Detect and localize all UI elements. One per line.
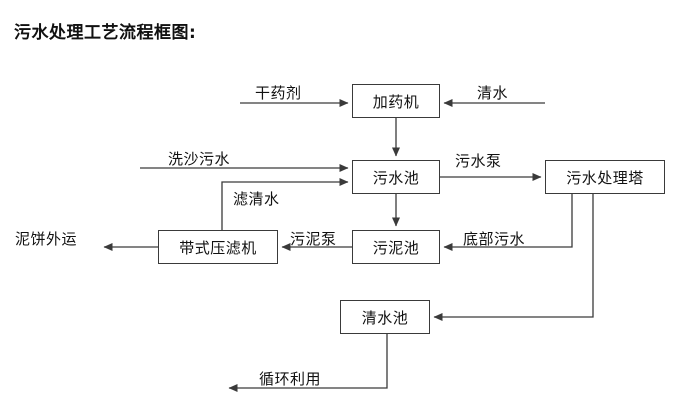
edge-label-wastewater-pump: 污水泵 — [455, 152, 502, 170]
node-dosing-machine[interactable]: 加药机 — [352, 84, 440, 118]
edge-tower-to-sludge-pool — [443, 194, 573, 251]
edge-label-filtered-clean-water: 滤清水 — [233, 190, 280, 208]
edge-clean-water-pool-to-recycle — [228, 334, 388, 392]
edge-label-sludge-pump: 污泥泵 — [290, 230, 337, 248]
node-clean-water-pool[interactable]: 清水池 — [340, 300, 430, 334]
edge-label-recycle-reuse: 循环利用 — [259, 370, 322, 388]
node-wastewater-pool[interactable]: 污水池 — [352, 160, 440, 194]
page-title: 污水处理工艺流程框图: — [14, 23, 197, 43]
edge-filtered-water-to-wastewater-pool — [221, 178, 349, 230]
node-label-treatment-tower: 污水处理塔 — [566, 168, 644, 187]
terminal-label-mud-cake-out: 泥饼外运 — [15, 230, 78, 248]
node-treatment-tower[interactable]: 污水处理塔 — [545, 160, 665, 194]
node-label-clean-water-pool: 清水池 — [361, 308, 409, 327]
edge-label-bottom-wastewater: 底部污水 — [463, 230, 526, 248]
terminal-label-clean-water-in: 清水 — [477, 84, 509, 102]
node-label-belt-filter-press: 带式压滤机 — [179, 238, 257, 257]
edge-tower-to-clean-water-pool — [433, 194, 594, 321]
node-label-dosing-machine: 加药机 — [372, 92, 420, 111]
terminal-label-dry-chemical: 干药剂 — [255, 84, 302, 102]
terminal-label-sand-wash-wastewater: 洗沙污水 — [168, 150, 231, 168]
node-sludge-pool[interactable]: 污泥池 — [352, 230, 440, 264]
node-belt-filter-press[interactable]: 带式压滤机 — [158, 230, 278, 264]
node-label-wastewater-pool: 污水池 — [372, 168, 420, 187]
node-label-sludge-pool: 污泥池 — [372, 238, 420, 257]
